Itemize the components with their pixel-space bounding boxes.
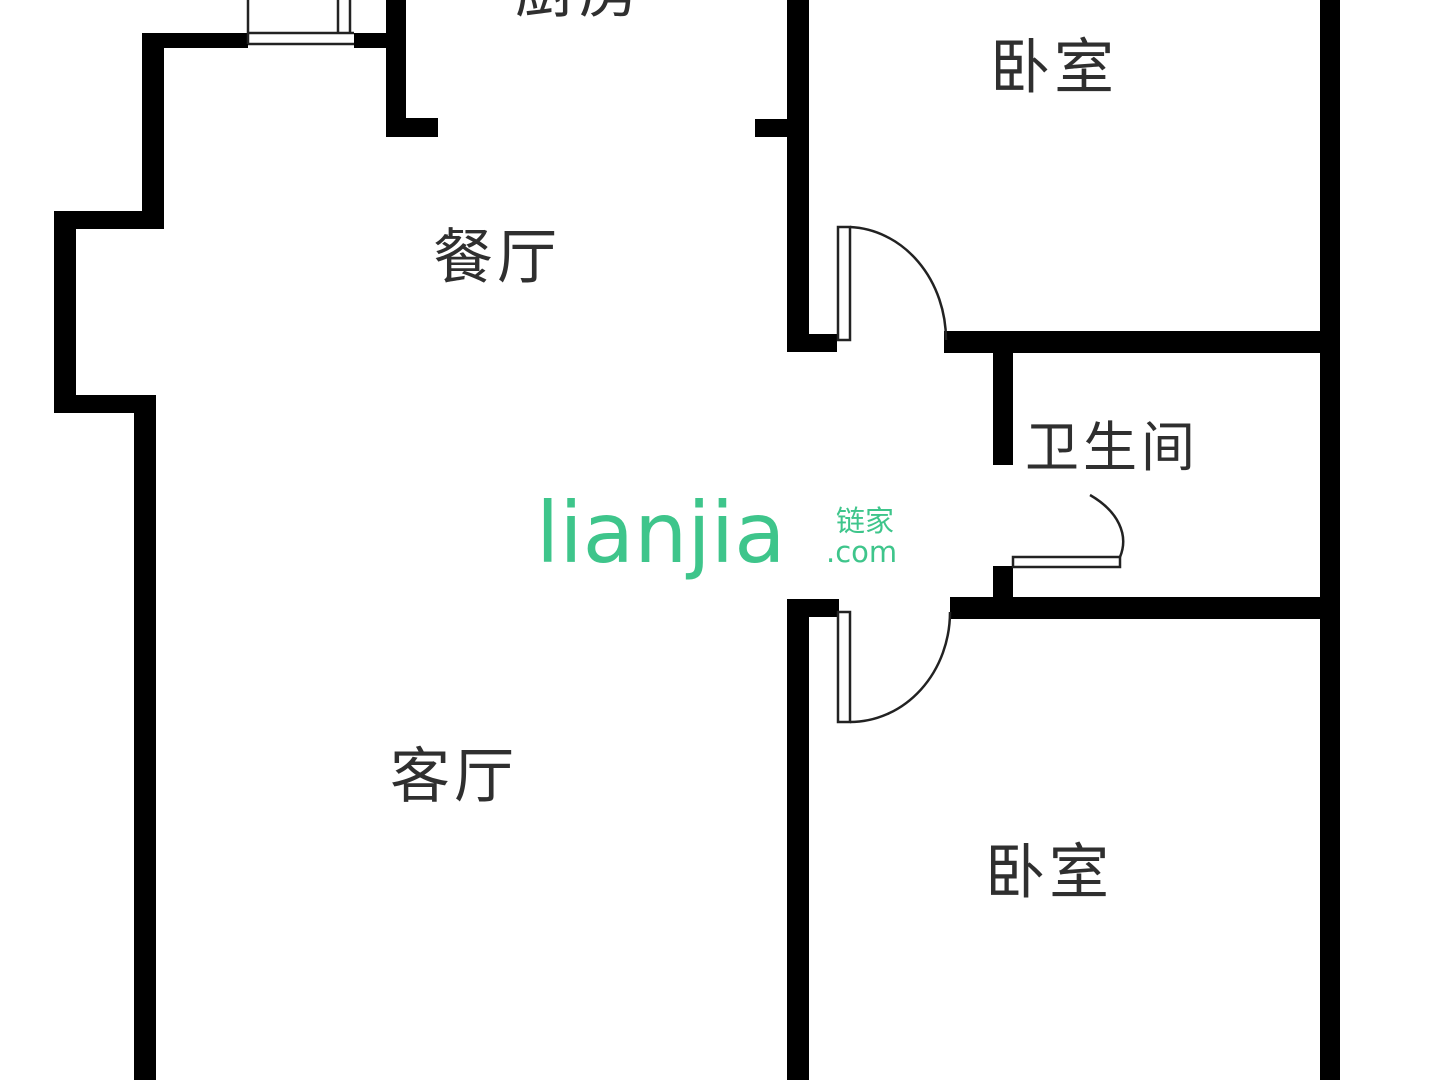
wall-kitchen-right-foot: [755, 119, 795, 137]
wall-right-outer: [1320, 0, 1340, 1080]
watermark-brand: lianjia: [536, 484, 786, 582]
wall-center-lower-head: [787, 599, 839, 617]
door-swing-bathroom: [1089, 493, 1125, 558]
watermark-cn: 链家: [836, 504, 894, 538]
wall-kitchen-foot: [386, 118, 438, 137]
door-leaf-bedroom-bottom: [836, 610, 852, 724]
room-label-living: 客厅: [390, 742, 518, 812]
door-leaf-bedroom-top: [836, 225, 852, 342]
room-label-dining: 餐厅: [433, 223, 561, 293]
door-leaf-bathroom: [1011, 555, 1122, 569]
wall-left-upper: [142, 33, 164, 213]
walls: [54, 0, 1340, 1080]
room-label-bedroom-bottom: 卧室: [985, 838, 1113, 908]
wall-bath-door-stub: [993, 566, 1013, 618]
wall-bedroom-bath: [944, 331, 1340, 353]
watermark: lianjia 链家 .com: [536, 484, 897, 582]
wall-bath-bedroom: [950, 597, 1340, 619]
wall-bay-left: [54, 211, 76, 411]
wall-center-upper-foot: [787, 334, 837, 352]
wall-center-upper: [787, 0, 809, 352]
wall-bay-top: [54, 211, 164, 229]
wall-bay-bottom: [54, 395, 154, 413]
wall-kitchen-left: [386, 0, 406, 137]
wall-left-lower: [134, 395, 156, 1080]
watermark-domain: .com: [826, 535, 897, 569]
wall-center-lower: [787, 599, 809, 1080]
room-label-kitchen: 厨房: [515, 0, 643, 27]
openings: [246, 0, 1125, 724]
door-swing-bedroom-top: [849, 225, 948, 341]
room-label-bathroom: 卫生间: [1025, 416, 1199, 479]
wall-top-left: [142, 33, 248, 48]
wall-kitchen-stub: [354, 33, 390, 48]
door-swing-bedroom-bottom: [849, 611, 952, 724]
wall-bath-stub: [993, 345, 1013, 465]
room-label-bedroom-top: 卧室: [990, 33, 1118, 103]
